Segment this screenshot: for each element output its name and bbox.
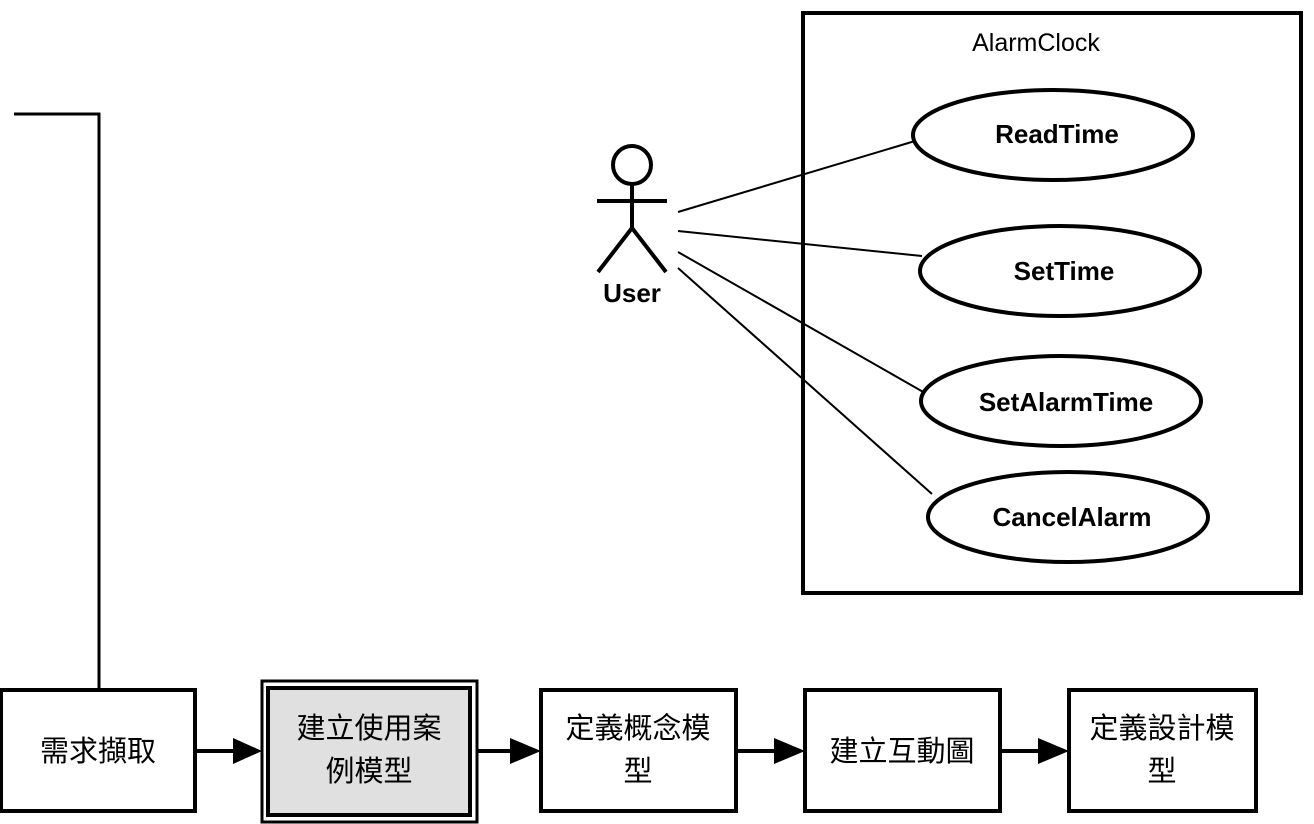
step-define-concept-model: 定義概念模 型 [539, 688, 738, 813]
use-case-readtime: ReadTime [911, 88, 1195, 182]
step-label: 需求擷取 [40, 734, 156, 768]
flow-arrow-2 [477, 738, 541, 764]
system-boundary [801, 11, 1303, 595]
system-title: AlarmClock [972, 29, 1100, 57]
step-define-design-model: 定義設計模 型 [1067, 688, 1258, 813]
use-case-setalarmtime: SetAlarmTime [919, 354, 1203, 448]
use-case-label: ReadTime [995, 119, 1119, 149]
requirements-connector-line [14, 112, 101, 690]
association-cancelalarm [677, 267, 933, 495]
association-setalarmtime [677, 251, 926, 394]
actor-right-leg [630, 226, 668, 274]
actor-user: User [596, 144, 668, 308]
association-settime [677, 230, 923, 257]
step-label-line-1: 建立使用案 [296, 711, 441, 745]
step-label-line-1: 定義設計模 [1089, 711, 1234, 745]
use-case-cancelalarm: CancelAlarm [926, 470, 1210, 564]
use-case-label: CancelAlarm [993, 502, 1152, 532]
actor-head [611, 144, 653, 186]
use-case-settime: SetTime [918, 224, 1202, 318]
step-requirements-capture: 需求擷取 [0, 688, 197, 813]
step-label-line-1: 定義概念模 [565, 711, 710, 745]
step-label-line-2: 型 [1147, 754, 1176, 788]
flow-arrow-1 [195, 738, 262, 764]
actor-label: User [603, 278, 661, 308]
step-build-interaction-diagram: 建立互動圖 [803, 688, 1002, 813]
use-case-label: SetTime [1014, 256, 1115, 286]
flow-arrow-4 [1000, 738, 1069, 764]
step-label-line-2: 型 [623, 754, 652, 788]
flow-arrow-3 [736, 738, 805, 764]
association-readtime [677, 140, 916, 213]
step-build-use-case-model: 建立使用案 例模型 [260, 679, 479, 824]
step-label: 建立互動圖 [829, 734, 974, 768]
use-case-label: SetAlarmTime [979, 387, 1153, 417]
step-label-line-2: 例模型 [325, 754, 412, 788]
actor-left-leg [596, 226, 634, 274]
